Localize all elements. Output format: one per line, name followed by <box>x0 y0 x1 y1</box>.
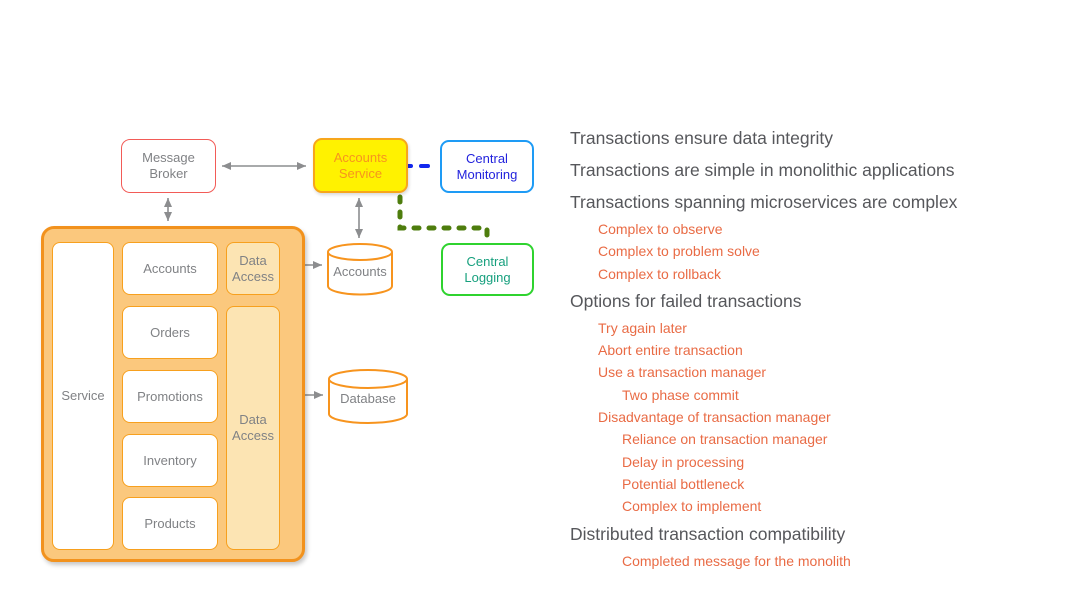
module-box-products: Products <box>122 497 218 550</box>
database-cylinder: Database <box>327 368 409 426</box>
note-item: Potential bottleneck <box>622 475 745 492</box>
note-item: Use a transaction manager <box>598 364 767 381</box>
message-broker-box: Message Broker <box>121 139 216 193</box>
note-item: Complex to problem solve <box>598 243 760 260</box>
module-box-accounts: Accounts <box>122 242 218 295</box>
central-monitoring-label: Central Monitoring <box>456 150 518 182</box>
note-item: Try again later <box>598 319 687 336</box>
note-item: Two phase commit <box>622 386 739 403</box>
data-access-label: Data Access <box>232 252 274 284</box>
accounts-db-cylinder: Accounts <box>326 242 394 297</box>
data-access-top-box: Data Access <box>226 242 280 295</box>
note-item: Reliance on transaction manager <box>622 431 828 448</box>
note-heading: Distributed transaction compatibility <box>570 523 846 544</box>
module-label: Promotions <box>137 388 203 404</box>
module-box-promotions: Promotions <box>122 370 218 423</box>
service-box: Service <box>52 242 114 550</box>
connector-accounts-service-central-logging-dashed <box>397 194 490 245</box>
note-item: Completed message for the monolith <box>622 552 851 569</box>
note-item: Complex to observe <box>598 221 723 237</box>
note-item: Disadvantage of transaction manager <box>598 409 831 426</box>
note-heading: Options for failed transactions <box>570 290 802 311</box>
central-logging-box: Central Logging <box>441 243 534 296</box>
note-item: Complex to rollback <box>598 265 721 282</box>
data-access-main-box: Data Access <box>226 306 280 550</box>
notes-panel: Transactions ensure data integrity Trans… <box>570 122 1050 572</box>
service-label: Service <box>61 388 105 403</box>
module-label: Inventory <box>143 452 197 468</box>
module-label: Orders <box>150 324 190 340</box>
database-label: Database <box>340 391 396 406</box>
cylinder-icon <box>328 369 408 424</box>
note-item: Delay in processing <box>622 453 745 470</box>
accounts-db-label: Accounts <box>333 264 387 279</box>
module-box-orders: Orders <box>122 306 218 359</box>
accounts-service-box: Accounts Service <box>313 138 408 193</box>
note-item: Abort entire transaction <box>598 342 743 359</box>
note-heading: Transactions ensure data integrity <box>570 128 833 148</box>
module-box-inventory: Inventory <box>122 434 218 487</box>
message-broker-label: Message Broker <box>142 150 195 181</box>
central-monitoring-box: Central Monitoring <box>440 140 534 193</box>
cylinder-icon <box>327 243 393 296</box>
data-access-label: Data Access <box>232 412 274 443</box>
note-heading: Transactions are simple in monolithic ap… <box>570 160 955 180</box>
note-heading: Transactions spanning microservices are … <box>570 192 958 212</box>
module-label: Accounts <box>143 260 197 276</box>
accounts-service-label: Accounts Service <box>333 149 388 181</box>
central-logging-label: Central Logging <box>464 253 511 285</box>
module-label: Products <box>144 515 196 531</box>
note-item: Complex to implement <box>622 498 762 515</box>
